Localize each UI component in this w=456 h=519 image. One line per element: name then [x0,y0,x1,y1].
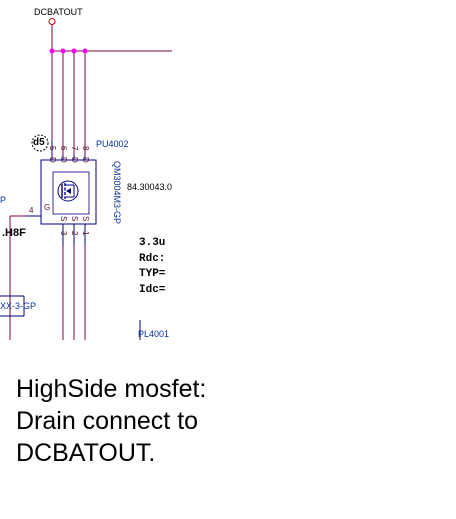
spec-line: Rdc: [139,253,166,265]
pin-number: 3 [59,231,68,236]
part-code: 84.30043.0 [127,182,173,192]
junction-dot [49,48,55,54]
net-flag-circle [48,18,56,25]
pin-number: 6 [59,146,68,151]
pin-number: 2 [70,231,79,236]
pin-letter: D [48,157,57,163]
pin-letter: D [59,157,68,163]
caption-line: HighSide mosfet: [16,375,207,403]
marker-circle [31,134,49,152]
marker-text: d5 [33,137,45,148]
pin-letter: S [81,216,90,222]
pin-letter: S [59,216,68,222]
caption-line: DCBATOUT. [16,439,156,467]
part-number: QM3004M3-GP [112,161,122,225]
gate-pin-letter: G [44,203,51,212]
pin-number: 1 [81,231,90,236]
left-part-label: .H8F [2,227,26,239]
inductor-ref: PL4001 [138,329,170,339]
junction-dot [82,48,88,54]
pin-number: 8 [81,146,90,151]
left-part-number: XX-3-GP [0,301,37,311]
net-label: DCBATOUT [34,7,83,17]
schematic-diagram [0,18,172,340]
pin-letter: D [70,157,79,163]
junction-dot [71,48,77,54]
ref-designator: PU4002 [96,139,129,149]
pin-letter: S [70,216,79,222]
mosfet-symbol-arrow [66,188,71,194]
caption-line: Drain connect to [16,407,199,435]
pin-letter: D [81,157,90,163]
caption: HighSide mosfet: Drain connect to DCBATO… [16,373,436,469]
left-net-label: P [0,195,7,205]
gate-pin-number: 4 [29,206,34,215]
mosfet-symbol-circle [57,180,79,202]
pin-number: 7 [70,146,79,151]
junction-dot [60,48,66,54]
pin-number: 5 [48,146,57,151]
mosfet-inner-box [52,171,90,215]
spec-line: Idc= [139,284,166,296]
spec-line: 3.3u [139,237,166,249]
spec-line: TYP= [139,268,166,280]
